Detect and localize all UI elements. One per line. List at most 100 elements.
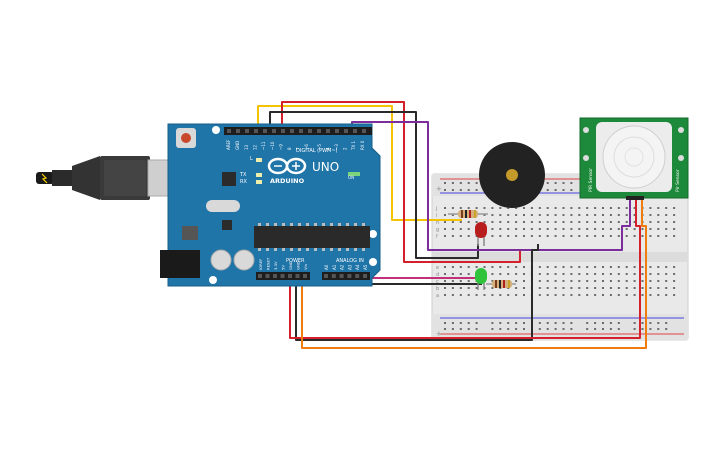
breadboard-hole[interactable] <box>641 228 644 230</box>
rail-hole[interactable] <box>665 322 668 324</box>
sensor-pins[interactable] <box>626 196 644 200</box>
breadboard-hole[interactable] <box>491 266 494 268</box>
rail-hole[interactable] <box>594 328 597 330</box>
breadboard-hole[interactable] <box>570 235 573 237</box>
breadboard-hole[interactable] <box>665 294 668 296</box>
breadboard-hole[interactable] <box>515 280 518 282</box>
breadboard-hole[interactable] <box>467 235 470 237</box>
breadboard-hole[interactable] <box>444 221 446 223</box>
breadboard-hole[interactable] <box>538 294 541 296</box>
breadboard-hole[interactable] <box>459 228 462 230</box>
breadboard-hole[interactable] <box>444 273 446 275</box>
breadboard-hole[interactable] <box>475 294 478 296</box>
breadboard-hole[interactable] <box>609 266 612 268</box>
breadboard-hole[interactable] <box>617 207 620 209</box>
rail-hole[interactable] <box>459 189 462 191</box>
header-pin[interactable] <box>303 274 307 278</box>
rail-hole[interactable] <box>665 328 668 330</box>
breadboard-hole[interactable] <box>483 214 486 216</box>
breadboard-hole[interactable] <box>459 221 462 223</box>
rail-hole[interactable] <box>562 328 565 330</box>
breadboard-hole[interactable] <box>625 235 628 237</box>
breadboard-hole[interactable] <box>538 207 541 209</box>
breadboard-hole[interactable] <box>467 266 470 268</box>
breadboard-hole[interactable] <box>641 287 644 289</box>
breadboard-hole[interactable] <box>625 207 628 209</box>
rail-hole[interactable] <box>586 322 589 324</box>
breadboard-hole[interactable] <box>491 214 494 216</box>
header-pin[interactable] <box>236 129 240 133</box>
breadboard-hole[interactable] <box>578 273 581 275</box>
rail-hole[interactable] <box>633 328 636 330</box>
breadboard-hole[interactable] <box>633 228 636 230</box>
rail-hole[interactable] <box>609 322 612 324</box>
breadboard-hole[interactable] <box>530 214 533 216</box>
breadboard-hole[interactable] <box>570 228 573 230</box>
breadboard-hole[interactable] <box>657 266 660 268</box>
rail-hole[interactable] <box>649 328 652 330</box>
breadboard-hole[interactable] <box>538 287 541 289</box>
breadboard-hole[interactable] <box>602 235 604 237</box>
breadboard-hole[interactable] <box>665 280 668 282</box>
rail-hole[interactable] <box>538 322 541 324</box>
breadboard-hole[interactable] <box>625 287 628 289</box>
breadboard-hole[interactable] <box>649 280 652 282</box>
breadboard-hole[interactable] <box>570 294 573 296</box>
breadboard-hole[interactable] <box>451 228 454 230</box>
breadboard-hole[interactable] <box>633 207 636 209</box>
breadboard-hole[interactable] <box>665 287 668 289</box>
breadboard-hole[interactable] <box>633 214 636 216</box>
rail-hole[interactable] <box>657 328 660 330</box>
breadboard-hole[interactable] <box>586 207 589 209</box>
breadboard-hole[interactable] <box>499 214 502 216</box>
rail-hole[interactable] <box>570 182 573 184</box>
breadboard-hole[interactable] <box>617 266 620 268</box>
breadboard-hole[interactable] <box>483 266 486 268</box>
breadboard-hole[interactable] <box>633 273 636 275</box>
breadboard-hole[interactable] <box>459 266 462 268</box>
breadboard-hole[interactable] <box>609 273 612 275</box>
breadboard-hole[interactable] <box>451 221 454 223</box>
breadboard-hole[interactable] <box>530 221 533 223</box>
breadboard-hole[interactable] <box>641 235 644 237</box>
breadboard-hole[interactable] <box>515 294 518 296</box>
wire-red[interactable] <box>281 101 521 263</box>
breadboard-hole[interactable] <box>459 273 462 275</box>
breadboard-hole[interactable] <box>633 294 636 296</box>
breadboard-hole[interactable] <box>515 273 518 275</box>
breadboard-hole[interactable] <box>625 221 628 223</box>
breadboard-hole[interactable] <box>444 207 446 209</box>
piezo-buzzer[interactable] <box>479 142 545 208</box>
breadboard-hole[interactable] <box>444 214 446 216</box>
breadboard-hole[interactable] <box>546 280 549 282</box>
breadboard-hole[interactable] <box>483 221 486 223</box>
breadboard-hole[interactable] <box>594 214 597 216</box>
header-pin[interactable] <box>331 274 336 278</box>
rail-hole[interactable] <box>554 189 557 191</box>
breadboard-hole[interactable] <box>554 207 557 209</box>
breadboard-hole[interactable] <box>451 287 454 289</box>
breadboard-hole[interactable] <box>538 214 541 216</box>
breadboard-hole[interactable] <box>491 280 494 282</box>
breadboard-hole[interactable] <box>507 294 510 296</box>
breadboard-hole[interactable] <box>625 228 628 230</box>
breadboard-hole[interactable] <box>578 207 581 209</box>
breadboard-hole[interactable] <box>444 235 446 237</box>
breadboard-hole[interactable] <box>507 266 510 268</box>
breadboard-hole[interactable] <box>665 266 668 268</box>
breadboard-hole[interactable] <box>594 221 597 223</box>
header-pin[interactable] <box>317 129 321 133</box>
rail-hole[interactable] <box>554 182 557 184</box>
breadboard-hole[interactable] <box>523 280 525 282</box>
breadboard-hole[interactable] <box>554 235 557 237</box>
breadboard-hole[interactable] <box>617 221 620 223</box>
breadboard-hole[interactable] <box>633 235 636 237</box>
breadboard-hole[interactable] <box>641 280 644 282</box>
rail-hole[interactable] <box>617 328 620 330</box>
breadboard-hole[interactable] <box>665 214 668 216</box>
breadboard-hole[interactable] <box>578 266 581 268</box>
breadboard-hole[interactable] <box>491 294 494 296</box>
breadboard-hole[interactable] <box>562 221 565 223</box>
rail-hole[interactable] <box>475 328 478 330</box>
rail-hole[interactable] <box>523 328 525 330</box>
